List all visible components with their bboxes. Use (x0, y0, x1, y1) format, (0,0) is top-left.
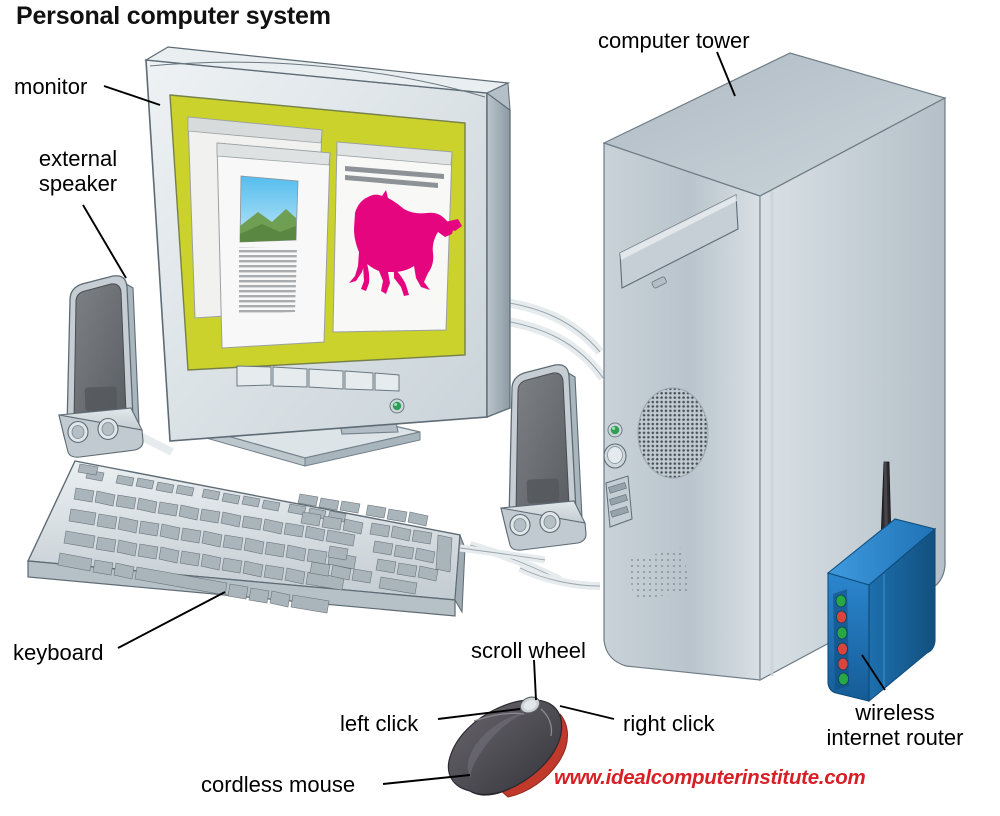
power-led (607, 422, 623, 438)
computer-tower[interactable] (602, 52, 947, 682)
cordless-mouse[interactable] (447, 694, 568, 798)
horse-document-text (345, 166, 444, 188)
landscape-photo (239, 175, 299, 243)
label-monitor: monitor (14, 74, 88, 99)
website-watermark: www.idealcomputerinstitute.com (554, 766, 866, 789)
router-status-leds (833, 589, 849, 690)
label-right-click: right click (623, 711, 715, 736)
label-computer-tower: computer tower (598, 28, 750, 53)
leader-computer-tower (716, 51, 736, 97)
keyboard-keys[interactable] (57, 463, 453, 614)
scroll-wheel[interactable] (518, 694, 542, 716)
speaker-base-right (500, 500, 587, 551)
label-keyboard: keyboard (13, 640, 104, 665)
usb-ports[interactable] (605, 475, 633, 528)
ventilation-grille (637, 387, 709, 479)
speaker-knobs-left[interactable] (67, 417, 119, 444)
external-speaker-right[interactable] (500, 364, 587, 551)
leader-keyboard (117, 591, 226, 649)
document-window-photo-page[interactable] (216, 142, 331, 349)
horse-graphic (349, 190, 462, 296)
label-cordless-mouse: cordless mouse (201, 772, 356, 797)
label-left-click: left click (340, 711, 419, 736)
label-scroll-wheel: scroll wheel (471, 638, 586, 663)
optical-drive[interactable] (619, 194, 739, 289)
leader-lines (82, 51, 886, 785)
leader-right-click (559, 705, 615, 720)
leader-monitor (103, 85, 161, 106)
keyboard[interactable] (26, 460, 546, 617)
label-external-speaker: external speaker (38, 146, 118, 197)
document-window-horse[interactable] (332, 141, 462, 333)
monitor-control-buttons[interactable] (236, 365, 400, 392)
leader-left-click (437, 708, 521, 720)
monitor[interactable] (144, 46, 511, 467)
speaker-base-left (58, 407, 144, 458)
wireless-internet-router[interactable] (826, 461, 937, 703)
leader-external-speaker (82, 204, 127, 279)
page-title: Personal computer system (16, 2, 331, 30)
leader-scroll-wheel (533, 659, 537, 701)
speaker-knobs-right[interactable] (509, 510, 561, 537)
label-wireless-internet-router: wireless internet router (826, 700, 964, 751)
leader-wireless-router (861, 654, 886, 691)
document-text-lines (239, 247, 297, 314)
external-speaker-left[interactable] (58, 275, 144, 458)
power-button[interactable] (603, 443, 627, 469)
monitor-power-led (389, 398, 405, 414)
leader-cordless-mouse (382, 774, 471, 785)
